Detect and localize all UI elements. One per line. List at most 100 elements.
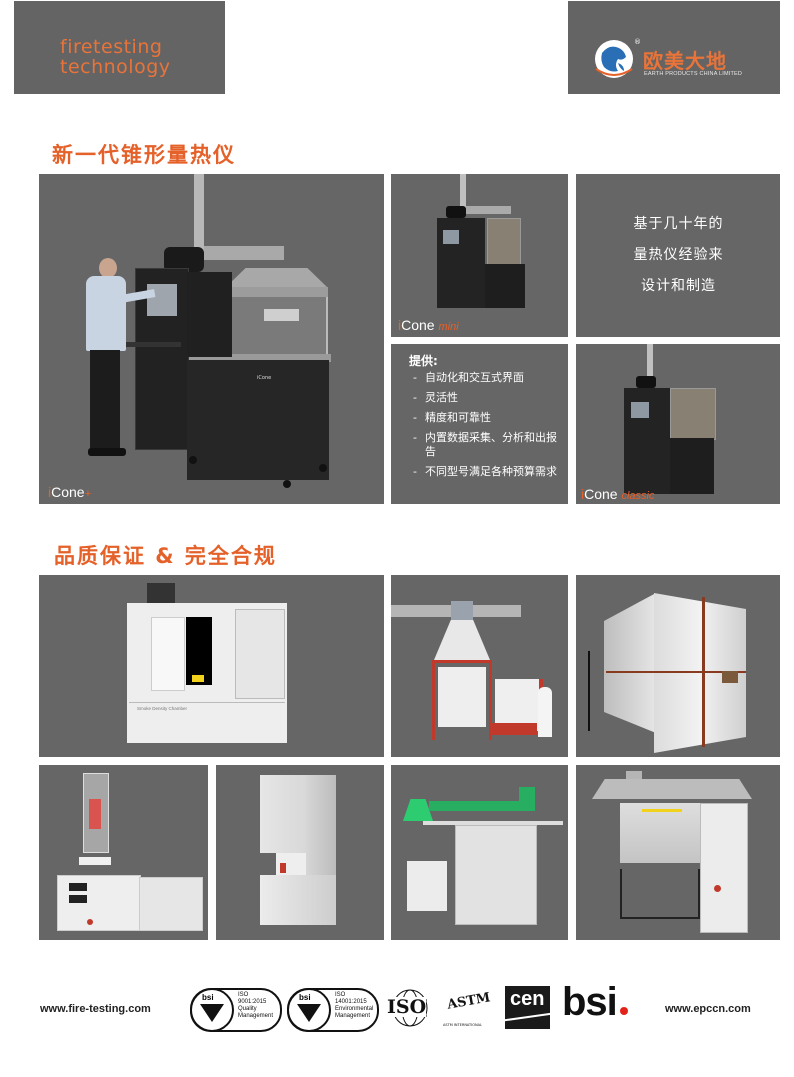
feature-item: 自动化和交互式界面	[413, 371, 563, 385]
section-title-quality-compliance: 品质保证 & 完全合规	[54, 544, 277, 568]
globe-icon	[595, 40, 633, 78]
cen-logo: cen	[501, 986, 555, 1029]
section-title-cone-calorimeter: 新一代锥形量热仪	[52, 143, 236, 167]
feature-item: 不同型号满足各种预算需求	[413, 465, 563, 479]
experience-text: 基于几十年的 量热仪经验来 设计和制造	[633, 216, 724, 294]
features-tile: 提供: 自动化和交互式界面 灵活性 精度和可靠性 内置数据采集、分析和出报告 不…	[391, 344, 568, 504]
red-frame	[432, 660, 492, 740]
enclosure-window	[722, 671, 738, 683]
firetesting-website-link[interactable]: www.fire-testing.com	[40, 1003, 151, 1015]
specimen-tray	[491, 723, 537, 735]
firetesting-logo-box: firetesting technology	[14, 1, 225, 94]
feature-item: 精度和可靠性	[413, 411, 563, 425]
bsi-logo: bsi	[562, 980, 628, 1025]
caster-wheel	[189, 456, 197, 464]
rack-cabinet	[455, 825, 537, 925]
worktop	[189, 354, 331, 362]
hood-front	[225, 287, 328, 297]
touch-screen	[631, 402, 649, 418]
chamber-panel-label: Smoke Density Chamber	[137, 706, 188, 711]
furnace-unit	[407, 861, 447, 911]
green-fan	[519, 787, 535, 811]
bsi-iso-14001-cert: bsi ISO 14001:2015 Environmental Managem…	[287, 988, 379, 1032]
enclosure-frame-h	[606, 671, 746, 673]
base-cabinet	[187, 360, 329, 480]
test-chamber	[620, 803, 700, 863]
icone-plus-tile: iCone iCone+	[39, 174, 384, 504]
exhaust-stack	[626, 771, 642, 781]
keyboard-tray	[123, 342, 181, 347]
iso-logo: ISO	[385, 988, 435, 1028]
glass-enclosure	[670, 388, 716, 440]
hood-cone	[434, 620, 490, 660]
operator-shirt	[86, 276, 126, 351]
company-en-name: EARTH PRODUCTS CHINA LIMITED	[644, 71, 743, 77]
glass-enclosure	[229, 297, 328, 357]
glass-enclosure	[487, 218, 521, 266]
experience-info-tile: 基于几十年的 量热仪经验来 设计和制造	[576, 174, 780, 337]
bsi-red-dot	[619, 1007, 628, 1015]
base-cabinet	[670, 438, 714, 494]
epccn-website-link[interactable]: www.epccn.com	[665, 1003, 751, 1015]
digital-display	[69, 883, 87, 891]
bench-top	[423, 821, 563, 825]
red-sample-cup	[280, 863, 286, 873]
icone-mini-label: iCone mini	[398, 317, 459, 333]
tripod-stand	[588, 651, 590, 731]
bsi-badge: bsi	[190, 988, 234, 1032]
bsi-iso-9001-cert: bsi ISO 9001:2015 Quality Management	[190, 988, 282, 1032]
furnace-tile	[216, 765, 384, 940]
icone-plus-label: iCone+	[48, 484, 92, 500]
chamber-window	[186, 617, 212, 685]
warning-label	[192, 675, 204, 682]
control-cabinet	[700, 803, 748, 933]
chamber-base	[129, 702, 285, 703]
chimney-pipe	[460, 174, 466, 208]
exhaust-duct	[204, 246, 284, 260]
touch-screen	[443, 230, 459, 244]
furnace-base	[260, 875, 336, 925]
operator-shoes	[88, 448, 126, 456]
technician	[538, 687, 552, 737]
red-specimen	[89, 799, 101, 829]
green-hood	[403, 799, 433, 821]
fan-motor	[446, 206, 466, 218]
second-unit	[139, 877, 203, 931]
digital-display	[69, 895, 87, 903]
caster-wheel	[319, 464, 327, 472]
mid-cabinet	[187, 272, 232, 357]
room-corner-hood-tile	[391, 575, 568, 757]
earth-products-logo-box: ® 欧美大地 EARTH PRODUCTS CHINA LIMITED	[568, 1, 780, 94]
red-button	[87, 919, 93, 925]
chamber-door	[151, 617, 185, 691]
control-panel	[235, 609, 285, 699]
chimney-pipe	[194, 174, 204, 254]
sample-holder	[264, 309, 299, 321]
stand-frame	[620, 869, 700, 919]
base-cabinet	[485, 264, 525, 308]
room-fire-enclosure-tile	[576, 575, 780, 757]
features-heading: 提供:	[409, 354, 438, 368]
bsi-kitemark-icon	[297, 1004, 321, 1022]
frame-panel	[438, 667, 486, 727]
feature-item: 内置数据采集、分析和出报告	[413, 431, 563, 459]
operator-trousers	[90, 350, 120, 450]
company-cn-name: 欧美大地	[643, 49, 727, 73]
cabinet-label: iCone	[257, 375, 272, 381]
smoke-density-chamber-tile: Smoke Density Chamber	[39, 575, 384, 757]
fan-motor	[164, 247, 204, 272]
exhaust-duct	[466, 206, 511, 214]
exhaust-hood	[592, 779, 752, 799]
fan-motor	[636, 376, 656, 388]
green-duct	[429, 801, 519, 811]
firetesting-logo: firetesting technology	[60, 36, 171, 78]
icone-classic-tile: iCone classic	[576, 344, 780, 504]
smoke-toxicity-tile	[391, 765, 568, 940]
icone-classic-label: iCone classic	[581, 486, 655, 502]
cert-text: ISO 14001:2015 Environmental Management	[335, 992, 374, 1019]
red-emergency-button	[714, 885, 721, 892]
registered-mark: ®	[634, 38, 641, 46]
hood-collector	[451, 601, 473, 621]
cone-hood	[225, 268, 328, 288]
top-unit	[147, 583, 175, 603]
